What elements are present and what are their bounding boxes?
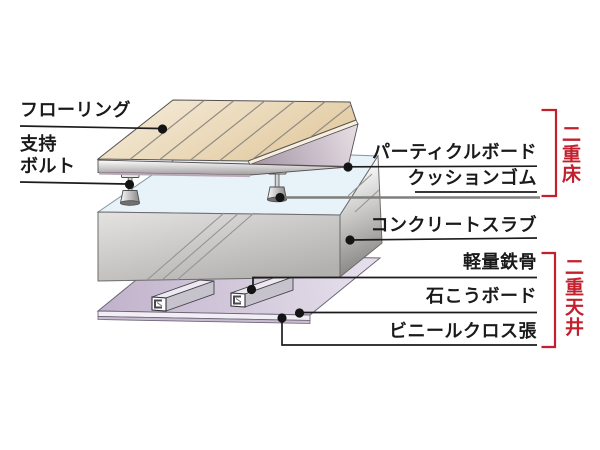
dot-light-steel [246, 284, 257, 295]
label-light-steel: 軽量鉄骨 [463, 252, 537, 273]
leader-concrete-slab [349, 237, 538, 241]
bracket-label-double-ceiling: 二重天井 [562, 257, 584, 337]
dot-concrete-slab [345, 235, 355, 245]
label-gypsum-board: 石こうボード [426, 286, 537, 307]
bracket-label-double-floor: 二重床 [559, 124, 581, 184]
label-vinyl-cloth: ビニールクロス張 [389, 321, 537, 342]
leader-lines [19, 125, 538, 346]
leader-flooring [19, 125, 160, 130]
label-particle-board: パーティクルボード [372, 142, 537, 163]
slab-front-face [97, 211, 341, 282]
dot-vinyl-cloth [277, 313, 287, 323]
dot-cushion-rubber [275, 192, 285, 203]
dot-particle-board [343, 162, 353, 172]
cushion-rubber-foot-left [119, 190, 141, 206]
particle-board-edge-line [98, 172, 251, 178]
slab-right-face [339, 154, 383, 279]
bracket-double-floor [541, 108, 558, 198]
label-concrete-slab: コンクリートスラブ [370, 215, 537, 236]
label-flooring: フローリング [20, 100, 131, 121]
leader-support-bolt [19, 181, 127, 185]
dot-gypsum-board [294, 308, 305, 318]
dot-support-bolt [124, 179, 135, 190]
leader-particle-board [347, 165, 538, 168]
leader-light-steel [252, 276, 537, 288]
bracket-double-ceiling [541, 251, 557, 349]
steel-channel-1 [151, 279, 215, 312]
panel-edge-band [97, 159, 349, 176]
label-support-bolt: 支持 ボルト [20, 134, 76, 177]
floor-panel [96, 99, 359, 178]
slab-hatch-lines [146, 173, 380, 281]
leader-vinyl-cloth [281, 320, 537, 346]
label-cushion-rubber: クッションゴム [407, 168, 537, 189]
dot-flooring [157, 124, 168, 134]
leader-dots [124, 124, 355, 323]
vinyl-cloth-edge [97, 316, 311, 324]
